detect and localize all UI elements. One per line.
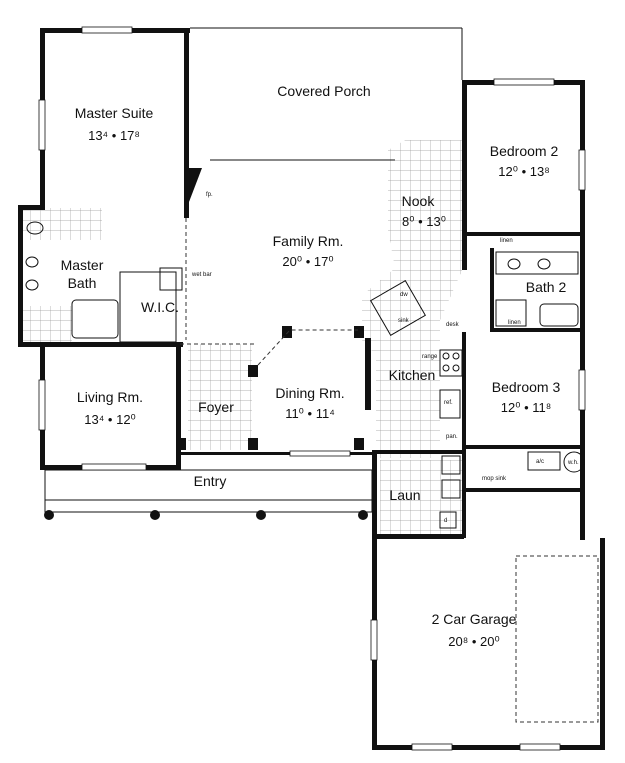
master-suite-label: Master xyxy=(75,105,118,121)
fp-label: fp. xyxy=(206,192,213,198)
ac-label: a/c xyxy=(536,459,544,465)
dining-rm-width: 11⁰ xyxy=(285,406,304,421)
dw-label: dw xyxy=(400,292,408,298)
dryer-label: d xyxy=(444,518,447,524)
bedroom3-width: 12⁰ xyxy=(501,400,521,415)
dining-rm-length: 11⁴ xyxy=(316,406,335,421)
linen-label-1: linen xyxy=(500,238,513,244)
svg-text:11⁰ • 11⁴: 11⁰ • 11⁴ xyxy=(285,406,335,421)
living-rm-label: Living Rm. xyxy=(77,389,143,405)
bedroom3-sep: • xyxy=(524,400,529,415)
sink-label: sink xyxy=(398,318,410,324)
master-bath-label-2: Bath xyxy=(68,275,97,291)
master-suite-sep: • xyxy=(112,128,117,143)
svg-text:12⁰ • 11⁸: 12⁰ • 11⁸ xyxy=(501,400,551,415)
bedroom3-length: 11⁸ xyxy=(532,400,551,415)
svg-text:8⁰ • 13⁰: 8⁰ • 13⁰ xyxy=(402,214,446,229)
dining-rm-label: Dining Rm. xyxy=(275,385,344,401)
bedroom2-label: Bedroom 2 xyxy=(490,143,559,159)
kitchen-label: Kitchen xyxy=(389,367,436,383)
dining-rm-sep: • xyxy=(308,406,313,421)
linen-label-2: linen xyxy=(508,320,521,326)
bedroom2-width: 12⁰ xyxy=(498,164,518,179)
nook-label: Nook xyxy=(402,193,436,209)
room-labels: Covered Porch Master Suite 13⁴ • 17⁸ Mas… xyxy=(61,83,567,649)
living-rm-width: 13⁴ xyxy=(84,412,104,427)
living-rm-sep: • xyxy=(108,412,113,427)
garage-sep: • xyxy=(472,634,477,649)
garage-label: 2 Car Garage xyxy=(432,611,517,627)
family-rm-width: 20⁰ xyxy=(282,254,302,269)
master-bath-label: Master xyxy=(61,257,104,273)
nook-width: 8⁰ xyxy=(402,214,414,229)
master-suite-width: 13⁴ xyxy=(88,128,108,143)
bedroom3-label: Bedroom 3 xyxy=(492,379,561,395)
wic-label: W.I.C. xyxy=(141,299,179,315)
fixture-labels: fp. wet bar linen linen dw sink desk ran… xyxy=(191,192,579,524)
master-suite-length: 17⁸ xyxy=(120,128,140,143)
bedroom2-length: 13⁸ xyxy=(530,164,550,179)
living-rm-length: 12⁰ xyxy=(116,412,136,427)
garage-length: 20⁰ xyxy=(480,634,500,649)
range-label: range xyxy=(422,354,438,360)
laun-label: Laun xyxy=(389,487,420,503)
svg-text:13⁴ • 12⁰: 13⁴ • 12⁰ xyxy=(84,412,136,427)
svg-text:Master Suite: Master Suite xyxy=(75,105,154,121)
family-rm-sep: • xyxy=(306,254,311,269)
garage-width: 20⁸ xyxy=(448,634,468,649)
foyer-label: Foyer xyxy=(198,399,234,415)
tile-floors xyxy=(20,140,464,538)
outline-lines xyxy=(25,27,599,723)
svg-text:20⁰ • 17⁰: 20⁰ • 17⁰ xyxy=(282,254,333,269)
wh-label: w.h. xyxy=(567,460,579,466)
desk-label: desk xyxy=(446,322,460,328)
windows xyxy=(38,26,586,751)
pan-label: pan. xyxy=(446,434,458,440)
ref-label: ref. xyxy=(444,400,453,406)
master-suite-label-2: Suite xyxy=(121,105,153,121)
entry-label: Entry xyxy=(194,473,227,489)
svg-text:13⁴ • 17⁸: 13⁴ • 17⁸ xyxy=(88,128,140,143)
svg-text:12⁰ • 13⁸: 12⁰ • 13⁸ xyxy=(498,164,549,179)
family-rm-label: Family Rm. xyxy=(273,233,344,249)
nook-sep: • xyxy=(418,214,423,229)
family-rm-length: 17⁰ xyxy=(314,254,334,269)
mop-sink-label: mop sink xyxy=(482,476,507,482)
bedroom2-sep: • xyxy=(522,164,527,179)
nook-length: 13⁰ xyxy=(426,214,446,229)
svg-text:20⁸ • 20⁰: 20⁸ • 20⁰ xyxy=(448,634,499,649)
wet-bar-label: wet bar xyxy=(191,272,212,278)
covered-porch-label: Covered Porch xyxy=(277,83,370,99)
bath2-label: Bath 2 xyxy=(526,279,567,295)
